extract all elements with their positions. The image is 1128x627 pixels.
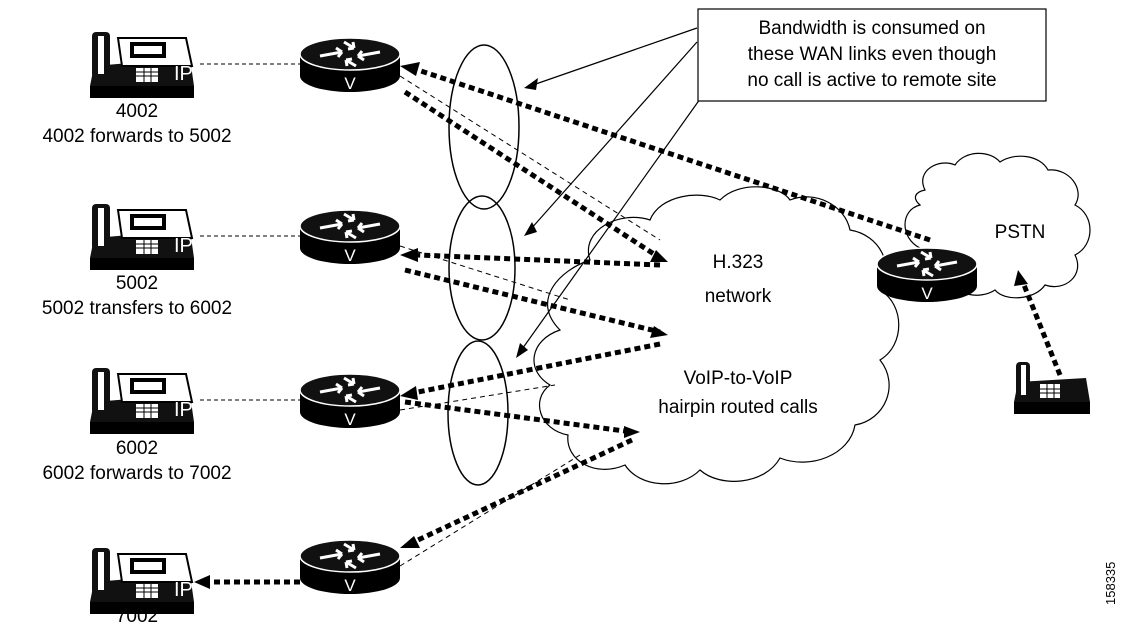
phone-6002-note: 6002 forwards to 7002	[42, 463, 231, 484]
svg-text:IP: IP	[174, 63, 193, 85]
h323-cloud	[533, 186, 900, 485]
svg-text:V: V	[344, 246, 356, 265]
h323-label-line-2: network	[705, 286, 772, 307]
svg-text:V: V	[921, 284, 933, 303]
phone-4002-note: 4002 forwards to 5002	[42, 126, 231, 147]
hairpin-label-line-1: VoIP-to-VoIP	[684, 368, 793, 389]
callout-line-2: these WAN links even though	[748, 44, 997, 65]
router-6002-icon: V	[298, 372, 402, 430]
svg-text:V: V	[344, 410, 356, 429]
router-pstn-icon: V	[875, 246, 979, 304]
ip-phone-4002-icon: IP	[89, 31, 195, 99]
router-7002-icon: V	[298, 538, 402, 596]
router-5002-icon: V	[298, 208, 402, 266]
svg-text:V: V	[344, 74, 356, 93]
pstn-label: PSTN	[995, 222, 1046, 243]
phone-7002-number: 7002	[116, 606, 158, 627]
svg-text:IP: IP	[174, 399, 193, 421]
callout-box	[697, 8, 1047, 102]
phone-5002-number: 5002	[116, 273, 158, 294]
svg-text:IP: IP	[174, 579, 193, 601]
callout-line-3: no call is active to remote site	[747, 70, 996, 91]
phone-5002-note: 5002 transfers to 6002	[42, 298, 232, 319]
hairpin-label-line-2: hairpin routed calls	[658, 397, 817, 418]
phone-4002-number: 4002	[116, 101, 158, 122]
router-4002-icon: V	[298, 36, 402, 94]
figure-id: 158335	[1103, 562, 1118, 605]
ip-phone-6002-icon: IP	[89, 367, 195, 435]
h323-label-line-1: H.323	[713, 252, 764, 273]
ip-phone-5002-icon: IP	[89, 203, 195, 271]
svg-text:V: V	[344, 576, 356, 595]
phone-6002-number: 6002	[116, 438, 158, 459]
svg-text:IP: IP	[174, 235, 193, 257]
callout-line-1: Bandwidth is consumed on	[758, 18, 985, 39]
analog-phone-icon	[1013, 361, 1091, 415]
ip-phone-7002-icon: IP	[89, 547, 195, 615]
